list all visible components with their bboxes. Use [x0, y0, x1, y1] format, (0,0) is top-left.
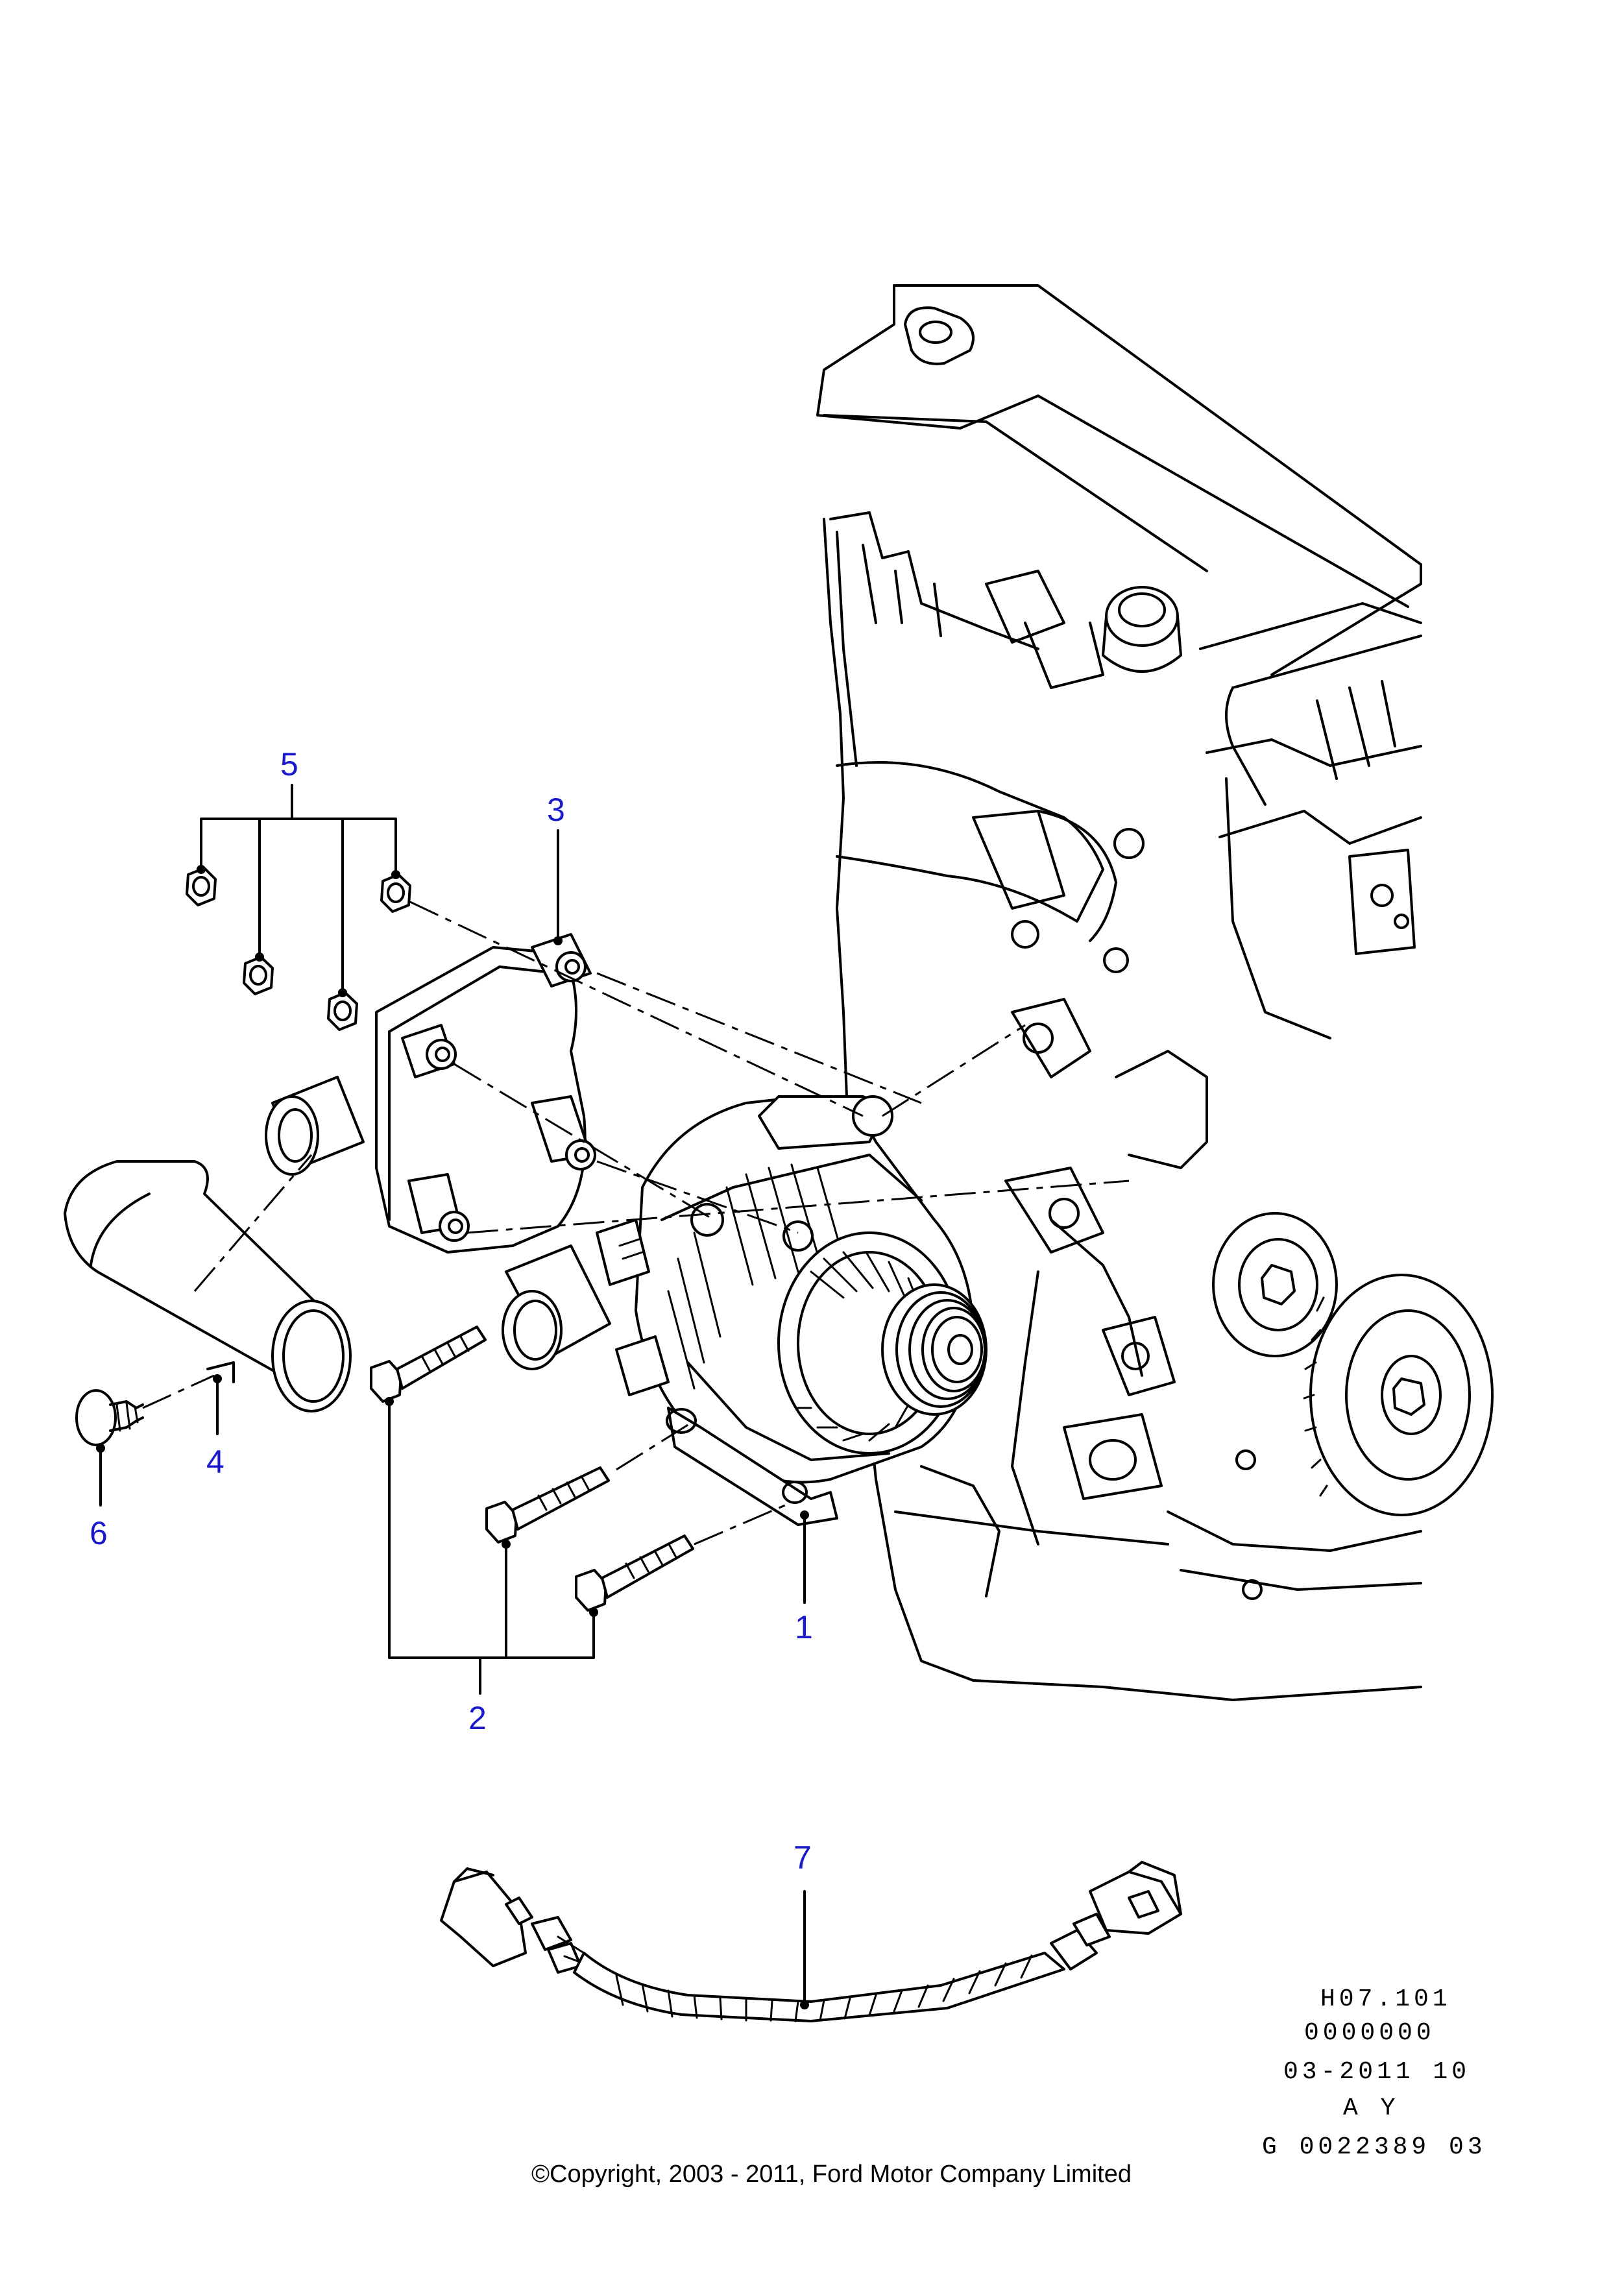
- ref-code-line-2: 0000000: [1304, 2019, 1435, 2047]
- alternator-part-1: [596, 1095, 988, 1526]
- wiring-harness-part-7: [440, 1861, 1182, 2022]
- copyright-notice: ©Copyright, 2003 - 2011, Ford Motor Comp…: [531, 2161, 1132, 2188]
- bolt-1: [370, 1326, 487, 1403]
- ref-code-line-1: H07.101: [1320, 1985, 1451, 2013]
- bolt-2: [485, 1466, 610, 1544]
- engine-block-illustration: [816, 284, 1494, 1701]
- assembly-guide-lines: [142, 901, 1130, 1546]
- callout-3: 3: [547, 792, 565, 828]
- nut-3: [327, 991, 358, 1031]
- callout-5: 5: [280, 746, 298, 782]
- ref-code-line-3: 03-2011 10: [1283, 2058, 1471, 2086]
- nut-2: [243, 956, 274, 995]
- bracket-boss-left: [401, 1024, 457, 1078]
- ref-code-line-5: G 0022389 03: [1262, 2133, 1486, 2161]
- callout-1: 1: [795, 1609, 813, 1645]
- mounting-bracket-part-3: [265, 933, 611, 1370]
- callout-4: 4: [206, 1444, 224, 1480]
- callout-7: 7: [794, 1839, 812, 1876]
- callout-6: 6: [90, 1515, 108, 1551]
- sleeve-part-4: [64, 1160, 352, 1412]
- ref-code-line-4: A Y: [1343, 2094, 1400, 2122]
- bolt-3: [575, 1534, 694, 1612]
- callout-leaders: [96, 784, 809, 2009]
- callout-2: 2: [468, 1700, 487, 1736]
- clip-part-6: [75, 1389, 144, 1446]
- nut-4: [380, 873, 411, 913]
- bracket-boss-bottom: [407, 1173, 470, 1242]
